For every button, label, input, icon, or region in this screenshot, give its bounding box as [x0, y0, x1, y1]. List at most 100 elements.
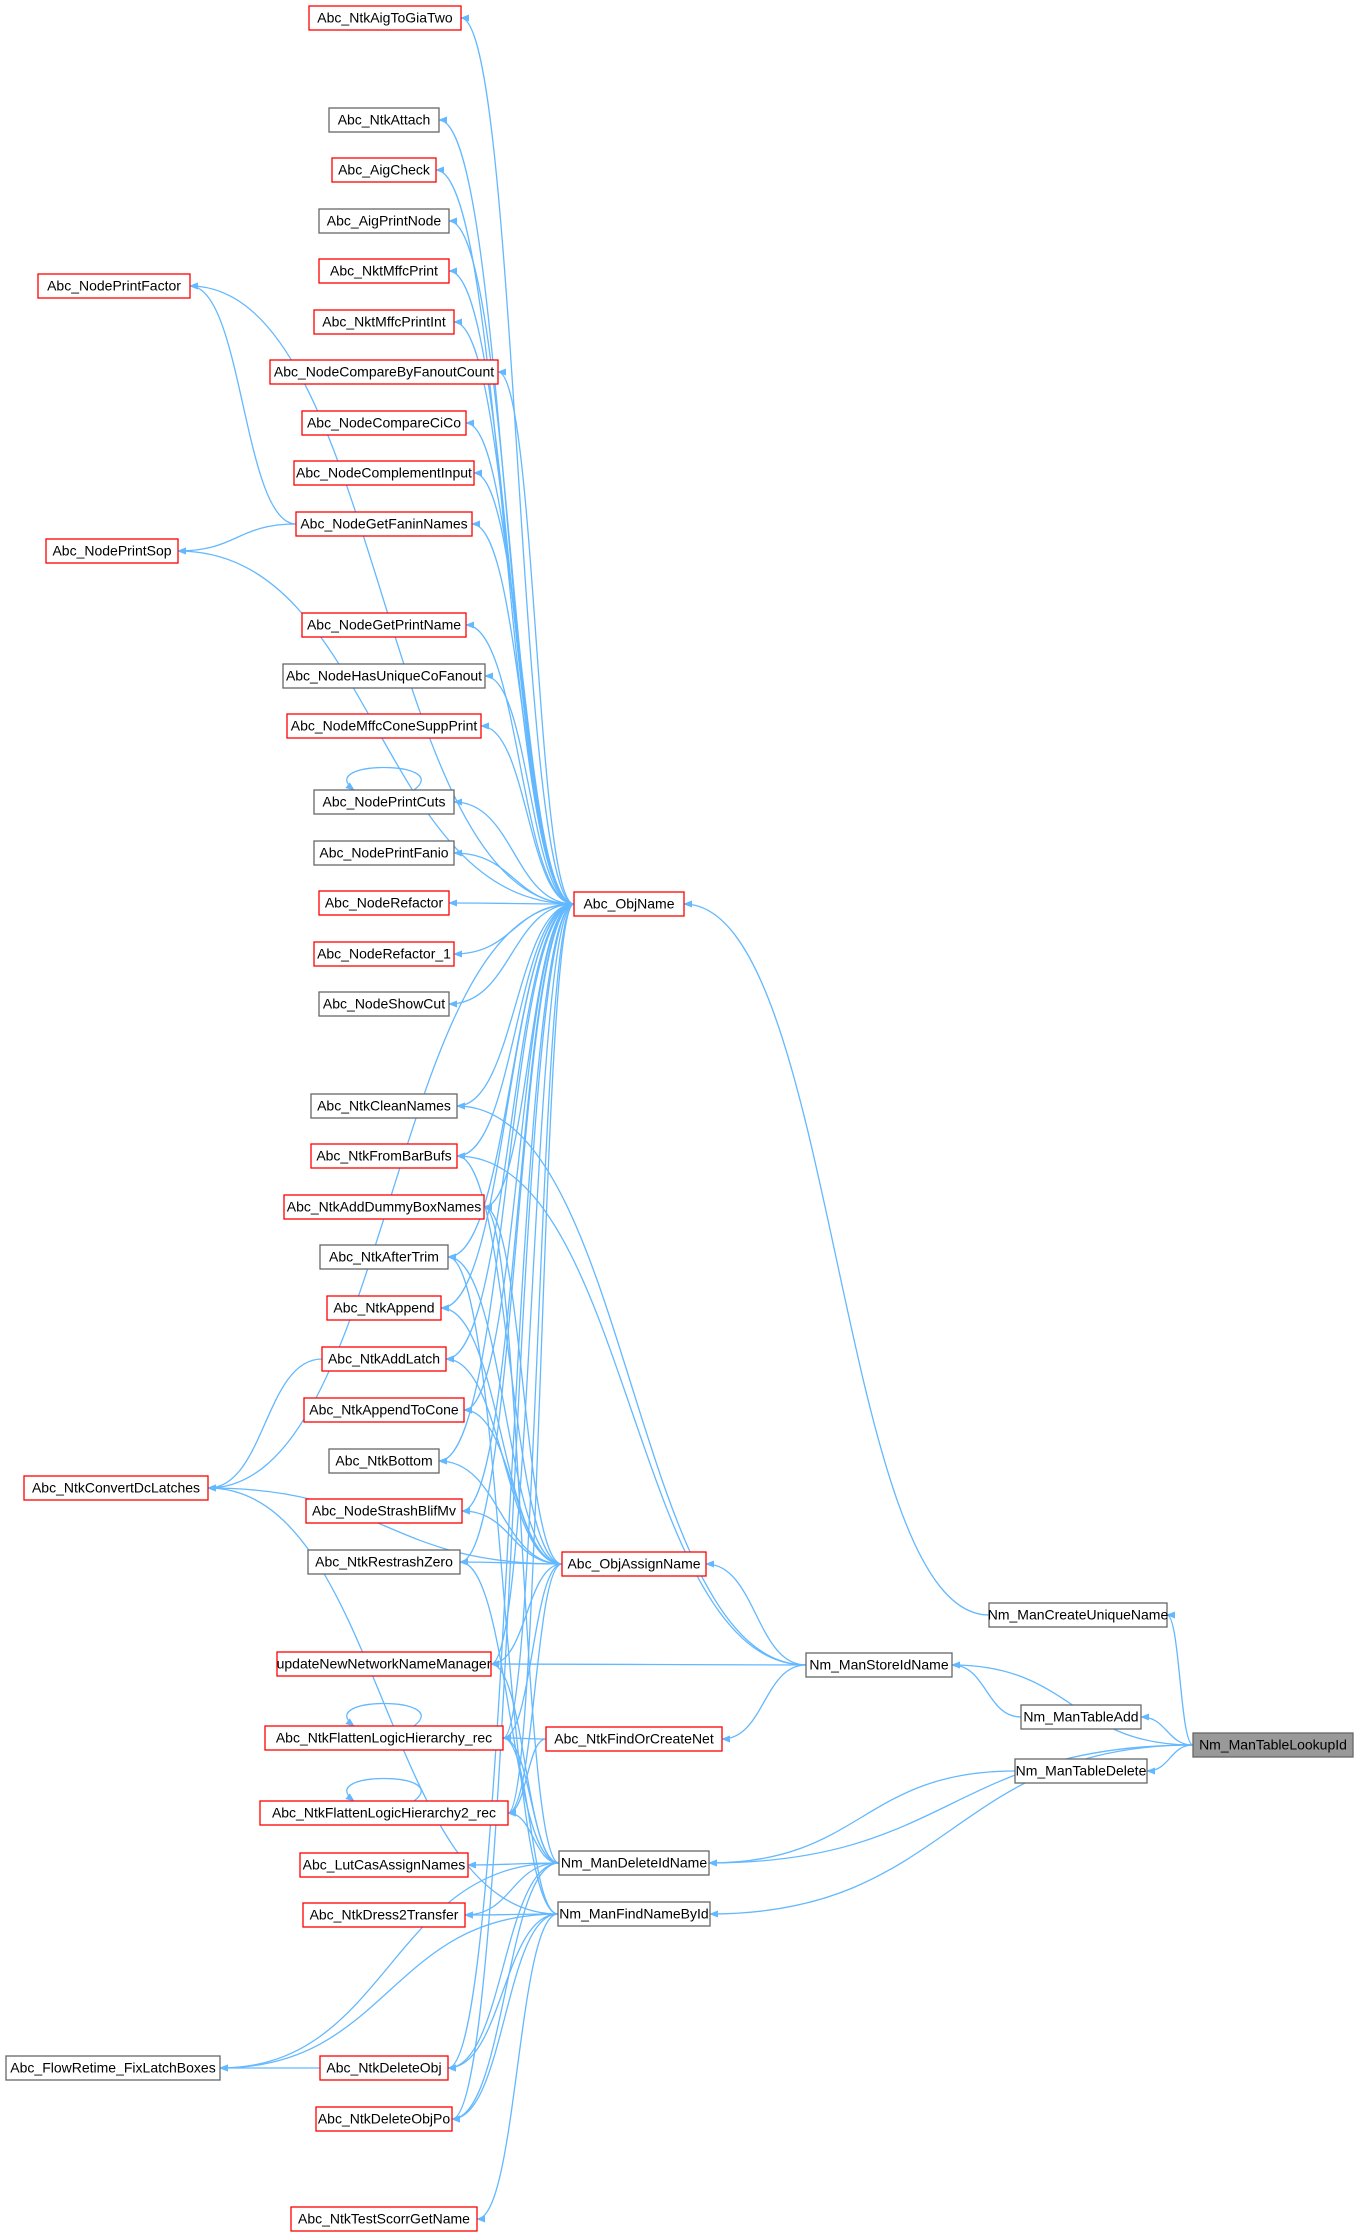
node-box[interactable] — [283, 1194, 485, 1220]
node-abc-ntkappendtocone[interactable]: Abc_NtkAppendToCone — [303, 1397, 465, 1423]
node-box[interactable] — [313, 309, 455, 335]
node-nm-manfindnamebyid[interactable]: Nm_ManFindNameById — [557, 1901, 711, 1927]
node-abc-ntkaddlatch[interactable]: Abc_NtkAddLatch — [321, 1346, 447, 1372]
node-box[interactable] — [299, 1852, 469, 1878]
node-box[interactable] — [328, 1448, 440, 1474]
node-abc-nodecomparebyfanoutcount[interactable]: Abc_NodeCompareByFanoutCount — [269, 359, 499, 385]
node-box[interactable] — [573, 891, 685, 917]
node-abc-nodemffcconesuppprint[interactable]: Abc_NodeMffcConeSuppPrint — [286, 713, 482, 739]
node-box[interactable] — [318, 890, 450, 916]
node-abc-nodeprintfanio[interactable]: Abc_NodePrintFanio — [313, 840, 455, 866]
node-abc-ntkbottom[interactable]: Abc_NtkBottom — [328, 1448, 440, 1474]
node-abc-noderefactor[interactable]: Abc_NodeRefactor — [318, 890, 450, 916]
node-box[interactable] — [313, 840, 455, 866]
node-box[interactable] — [302, 1902, 466, 1928]
node-abc-nodeshowcut[interactable]: Abc_NodeShowCut — [318, 991, 450, 1017]
node-nm-mantablelookupid[interactable]: Nm_ManTableLookupId — [1192, 1732, 1354, 1758]
node-abc-nodeprintfactor[interactable]: Abc_NodePrintFactor — [37, 273, 191, 299]
node-box[interactable] — [1020, 1704, 1142, 1730]
node-abc-ntkdeleteobj[interactable]: Abc_NtkDeleteObj — [319, 2055, 449, 2081]
node-box[interactable] — [557, 1901, 711, 1927]
node-box[interactable] — [307, 1549, 461, 1575]
node-abc-nodestrashblifmv[interactable]: Abc_NodeStrashBlifMv — [305, 1498, 463, 1524]
node-abc-ntkfindorcreatenet[interactable]: Abc_NtkFindOrCreateNet — [545, 1726, 723, 1752]
node-abc-nktmffcprint[interactable]: Abc_NktMffcPrint — [318, 258, 450, 284]
node-abc-nodehasuniquecofanout[interactable]: Abc_NodeHasUniqueCoFanout — [282, 663, 486, 689]
node-abc-nodegetfaninnames[interactable]: Abc_NodeGetFaninNames — [295, 511, 473, 537]
node-box[interactable] — [264, 1725, 504, 1751]
node-box[interactable] — [259, 1800, 509, 1826]
node-box[interactable] — [37, 273, 191, 299]
node-abc-ntkconvertdclatches[interactable]: Abc_NtkConvertDcLatches — [23, 1475, 209, 1501]
node-box[interactable] — [310, 1143, 458, 1169]
node-abc-lutcasassignnames[interactable]: Abc_LutCasAssignNames — [299, 1852, 469, 1878]
node-nm-manstoreidname[interactable]: Nm_ManStoreIdName — [805, 1652, 953, 1678]
node-abc-ntktestscorrgetname[interactable]: Abc_NtkTestScorrGetName — [290, 2206, 478, 2232]
node-abc-noderefactor-1[interactable]: Abc_NodeRefactor_1 — [313, 941, 455, 967]
node-abc-aigcheck[interactable]: Abc_AigCheck — [331, 157, 437, 183]
node-abc-ntkaigtogiatwo[interactable]: Abc_NtkAigToGiaTwo — [308, 5, 462, 31]
node-abc-nodeprintcuts[interactable]: Abc_NodePrintCuts — [313, 789, 455, 815]
node-box[interactable] — [269, 359, 499, 385]
node-abc-nodecomparecico[interactable]: Abc_NodeCompareCiCo — [301, 410, 467, 436]
node-box[interactable] — [5, 2055, 221, 2081]
node-abc-ntkdeleteobjpo[interactable]: Abc_NtkDeleteObjPo — [315, 2106, 453, 2132]
node-box[interactable] — [293, 460, 475, 486]
node-box[interactable] — [23, 1475, 209, 1501]
node-box[interactable] — [310, 1093, 458, 1119]
node-abc-ntkflattenlogichierarchy-rec[interactable]: Abc_NtkFlattenLogicHierarchy_rec — [264, 1725, 504, 1751]
node-box[interactable] — [318, 991, 450, 1017]
node-box[interactable] — [313, 789, 455, 815]
node-box[interactable] — [313, 941, 455, 967]
node-box[interactable] — [805, 1652, 953, 1678]
node-box[interactable] — [326, 1295, 442, 1321]
node-box[interactable] — [45, 538, 179, 564]
node-box[interactable] — [315, 2106, 453, 2132]
node-box[interactable] — [308, 5, 462, 31]
node-abc-ntkcleannames[interactable]: Abc_NtkCleanNames — [310, 1093, 458, 1119]
node-nm-mandeleteidname[interactable]: Nm_ManDeleteIdName — [558, 1850, 710, 1876]
node-abc-nodecomplementinput[interactable]: Abc_NodeComplementInput — [293, 460, 475, 486]
node-box[interactable] — [318, 258, 450, 284]
node-box[interactable] — [1014, 1758, 1148, 1784]
node-abc-objassignname[interactable]: Abc_ObjAssignName — [561, 1551, 707, 1577]
node-box[interactable] — [561, 1551, 707, 1577]
node-abc-objname[interactable]: Abc_ObjName — [573, 891, 685, 917]
node-box[interactable] — [558, 1850, 710, 1876]
node-box[interactable] — [328, 107, 440, 133]
node-nm-mancreateuniquename[interactable]: Nm_ManCreateUniqueName — [988, 1602, 1169, 1628]
node-abc-nodeprintsop[interactable]: Abc_NodePrintSop — [45, 538, 179, 564]
node-abc-ntkappend[interactable]: Abc_NtkAppend — [326, 1295, 442, 1321]
node-abc-ntkaftertrim[interactable]: Abc_NtkAfterTrim — [319, 1244, 449, 1270]
node-box[interactable] — [321, 1346, 447, 1372]
node-box[interactable] — [301, 612, 467, 638]
node-box[interactable] — [303, 1397, 465, 1423]
node-box[interactable] — [276, 1651, 492, 1677]
node-abc-ntkrestrashzero[interactable]: Abc_NtkRestrashZero — [307, 1549, 461, 1575]
node-box[interactable] — [319, 2055, 449, 2081]
node-box[interactable] — [301, 410, 467, 436]
node-box[interactable] — [318, 208, 450, 234]
node-nm-mantabledelete[interactable]: Nm_ManTableDelete — [1014, 1758, 1148, 1784]
node-abc-ntkdress2transfer[interactable]: Abc_NtkDress2Transfer — [302, 1902, 466, 1928]
node-box[interactable] — [290, 2206, 478, 2232]
node-abc-aigprintnode[interactable]: Abc_AigPrintNode — [318, 208, 450, 234]
node-box[interactable] — [331, 157, 437, 183]
node-box[interactable] — [295, 511, 473, 537]
node-box[interactable] — [305, 1498, 463, 1524]
node-box[interactable] — [286, 713, 482, 739]
node-abc-nodegetprintname[interactable]: Abc_NodeGetPrintName — [301, 612, 467, 638]
node-abc-ntkadddummyboxnames[interactable]: Abc_NtkAddDummyBoxNames — [283, 1194, 485, 1220]
node-box[interactable] — [319, 1244, 449, 1270]
node-abc-flowretime-fixlatchboxes[interactable]: Abc_FlowRetime_FixLatchBoxes — [5, 2055, 221, 2081]
node-box[interactable] — [988, 1602, 1168, 1628]
node-box[interactable] — [1192, 1732, 1354, 1758]
node-abc-ntkflattenlogichierarchy2-rec[interactable]: Abc_NtkFlattenLogicHierarchy2_rec — [259, 1800, 509, 1826]
node-abc-nktmffcprintint[interactable]: Abc_NktMffcPrintInt — [313, 309, 455, 335]
node-box[interactable] — [282, 663, 486, 689]
node-nm-mantableadd[interactable]: Nm_ManTableAdd — [1020, 1704, 1142, 1730]
node-updatenewnetworknamemanager[interactable]: updateNewNetworkNameManager — [276, 1651, 492, 1677]
node-box[interactable] — [545, 1726, 723, 1752]
node-abc-ntkfrombarbufs[interactable]: Abc_NtkFromBarBufs — [310, 1143, 458, 1169]
node-abc-ntkattach[interactable]: Abc_NtkAttach — [328, 107, 440, 133]
